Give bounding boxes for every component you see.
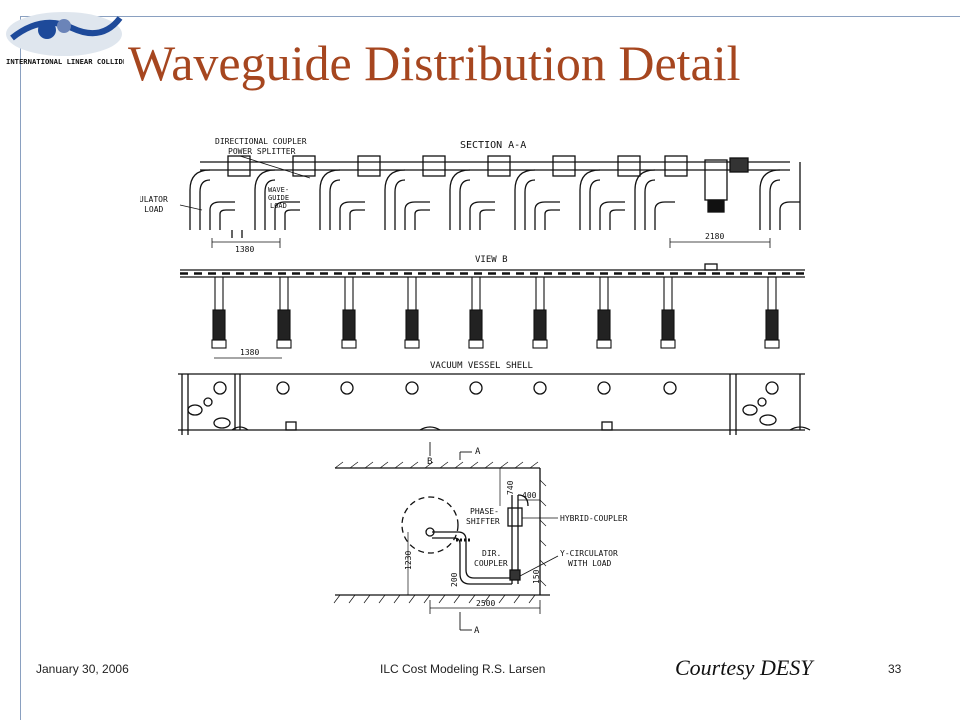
power-splitter-label: POWER SPLITTER bbox=[228, 147, 296, 156]
dir-coupler-label-3: COUPLER bbox=[474, 559, 508, 568]
vessel-ports bbox=[187, 381, 811, 431]
frame-top-line bbox=[20, 16, 960, 17]
frame-left-line bbox=[20, 16, 21, 720]
section-bends bbox=[189, 155, 801, 238]
a-marker-top: A bbox=[475, 447, 481, 457]
vacuum-vessel-label: VACUUM VESSEL SHELL bbox=[430, 361, 533, 371]
dir-coupler-label: DIRECTIONAL COUPLER bbox=[215, 137, 307, 146]
dim-740: 740 bbox=[506, 480, 515, 495]
dim-1380-bottom: 1380 bbox=[240, 348, 259, 357]
waveguide-label-3: LOAD bbox=[270, 202, 287, 210]
dim-2500: 2500 bbox=[476, 599, 495, 608]
courtesy-credit: Courtesy DESY bbox=[675, 655, 813, 680]
waveguide-label-2: GUIDE bbox=[268, 194, 289, 202]
footer-author: ILC Cost Modeling R.S. Larsen bbox=[380, 662, 546, 676]
page-number: 33 bbox=[888, 662, 902, 676]
y-circulator-label-1: Y-CIRCULATOR bbox=[140, 195, 168, 204]
section-label: SECTION A-A bbox=[460, 140, 526, 151]
dir-coupler-label-2: DIR. bbox=[482, 549, 501, 558]
dim-400: 400 bbox=[522, 491, 537, 500]
logo-orb-icon bbox=[38, 21, 56, 39]
dim-1230: 1230 bbox=[404, 551, 413, 570]
y-circulator2-label-1: Y-CIRCULATOR bbox=[560, 549, 618, 558]
slide-title: Waveguide Distribution Detail bbox=[128, 35, 741, 91]
a-marker-bottom: A bbox=[474, 626, 480, 636]
waveguide-drawing: SECTION A-A DIRECTIONAL COUPLER POWER SP… bbox=[140, 137, 811, 636]
y-circulator2-label-2: WITH LOAD bbox=[568, 559, 612, 568]
ilc-logo: INTERNATIONAL LINEAR COLLIDER bbox=[6, 12, 124, 66]
dim-150: 150 bbox=[532, 569, 541, 584]
view-b-columns bbox=[211, 277, 780, 349]
footer-date: January 30, 2006 bbox=[36, 662, 129, 676]
b-marker: B bbox=[427, 457, 432, 467]
dim-2180: 2180 bbox=[705, 232, 724, 241]
view-b-label: VIEW B bbox=[475, 255, 508, 265]
y-circulator-label-2: WITH LOAD bbox=[140, 205, 164, 214]
hybrid-coupler-label: HYBRID-COUPLER bbox=[560, 514, 628, 523]
logo-text: INTERNATIONAL LINEAR COLLIDER bbox=[6, 57, 124, 66]
phase-shifter-label-2: SHIFTER bbox=[466, 517, 500, 526]
dim-1380-top: 1380 bbox=[235, 245, 254, 254]
dim-200: 200 bbox=[450, 572, 459, 587]
waveguide-label-1: WAVE- bbox=[268, 186, 289, 194]
phase-shifter-label-1: PHASE- bbox=[470, 507, 499, 516]
